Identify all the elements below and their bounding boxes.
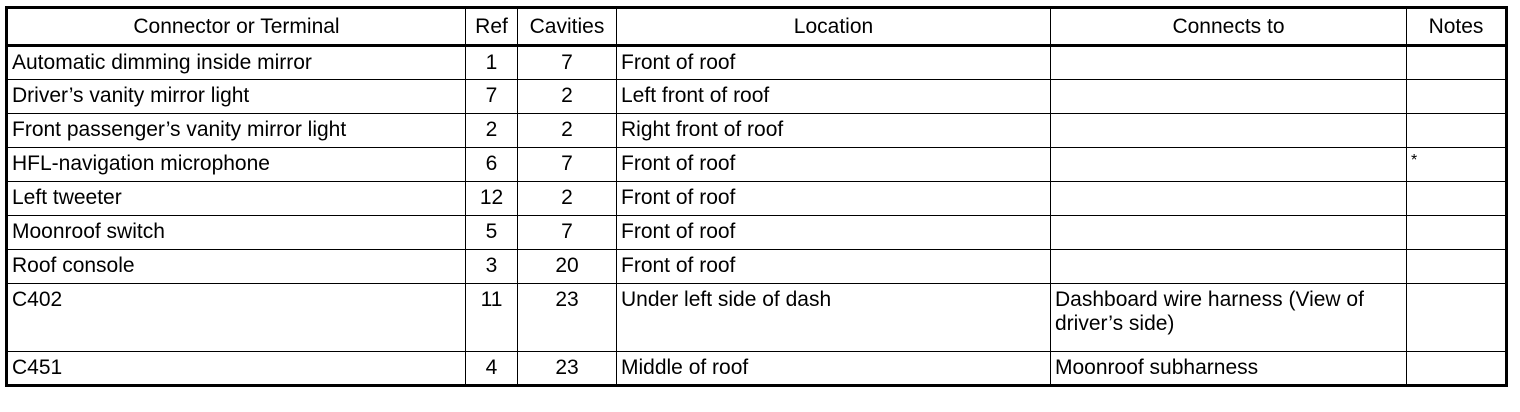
cell-connects-to xyxy=(1050,215,1407,250)
cell-connector: Left tweeter xyxy=(6,181,466,216)
cell-ref: 12 xyxy=(465,181,518,216)
cell-cavities: 7 xyxy=(517,215,617,250)
cell-location: Front of roof xyxy=(616,45,1051,80)
cell-cavities: 2 xyxy=(517,181,617,216)
cell-notes xyxy=(1406,181,1507,216)
cell-notes xyxy=(1406,351,1507,386)
cell-connector: Roof console xyxy=(6,249,466,284)
table-row: Automatic dimming inside mirror 1 7 Fron… xyxy=(6,45,1507,80)
cell-cavities: 20 xyxy=(517,249,617,284)
header-location: Location xyxy=(616,7,1051,47)
table-row: Moonroof switch 5 7 Front of roof xyxy=(6,215,1507,250)
cell-location: Front of roof xyxy=(616,249,1051,284)
cell-ref: 11 xyxy=(465,283,518,352)
cell-cavities: 7 xyxy=(517,147,617,182)
header-notes: Notes xyxy=(1406,7,1507,47)
cell-notes xyxy=(1406,249,1507,284)
connector-table-container: Connector or Terminal Ref Cavities Locat… xyxy=(5,6,1508,387)
cell-connector: Automatic dimming inside mirror xyxy=(6,45,466,80)
cell-location: Right front of roof xyxy=(616,113,1051,148)
cell-ref: 5 xyxy=(465,215,518,250)
cell-notes xyxy=(1406,215,1507,250)
cell-connector: Moonroof switch xyxy=(6,215,466,250)
cell-connects-to xyxy=(1050,79,1407,114)
table-row: Driver’s vanity mirror light 7 2 Left fr… xyxy=(6,79,1507,114)
cell-connects-to xyxy=(1050,181,1407,216)
cell-connects-to xyxy=(1050,45,1407,80)
cell-notes xyxy=(1406,283,1507,352)
cell-ref: 4 xyxy=(465,351,518,386)
cell-cavities: 23 xyxy=(517,283,617,352)
header-connects-to: Connects to xyxy=(1050,7,1407,47)
cell-location: Left front of roof xyxy=(616,79,1051,114)
header-connector: Connector or Terminal xyxy=(6,7,466,47)
cell-cavities: 7 xyxy=(517,45,617,80)
cell-connects-to xyxy=(1050,147,1407,182)
table-row: C451 4 23 Middle of roof Moonroof subhar… xyxy=(6,351,1507,386)
cell-notes xyxy=(1406,45,1507,80)
table-row: Roof console 3 20 Front of roof xyxy=(6,249,1507,284)
cell-location: Under left side of dash xyxy=(616,283,1051,352)
table-row: C402 11 23 Under left side of dash Dashb… xyxy=(6,283,1507,352)
cell-ref: 6 xyxy=(465,147,518,182)
cell-connector: C451 xyxy=(6,351,466,386)
cell-notes xyxy=(1406,113,1507,148)
cell-location: Middle of roof xyxy=(616,351,1051,386)
cell-location: Front of roof xyxy=(616,181,1051,216)
cell-connects-to: Moonroof subharness xyxy=(1050,351,1407,386)
cell-connector: C402 xyxy=(6,283,466,352)
cell-connector: Driver’s vanity mirror light xyxy=(6,79,466,114)
cell-ref: 7 xyxy=(465,79,518,114)
connector-table: Connector or Terminal Ref Cavities Locat… xyxy=(5,6,1508,387)
cell-notes: * xyxy=(1406,147,1507,182)
table-header-row: Connector or Terminal Ref Cavities Locat… xyxy=(6,7,1507,47)
cell-connects-to xyxy=(1050,113,1407,148)
header-ref: Ref xyxy=(465,7,518,47)
cell-ref: 1 xyxy=(465,45,518,80)
table-row: Left tweeter 12 2 Front of roof xyxy=(6,181,1507,216)
cell-connects-to xyxy=(1050,249,1407,284)
cell-connector: HFL-navigation microphone xyxy=(6,147,466,182)
table-row: Front passenger’s vanity mirror light 2 … xyxy=(6,113,1507,148)
cell-connector: Front passenger’s vanity mirror light xyxy=(6,113,466,148)
cell-cavities: 2 xyxy=(517,79,617,114)
cell-ref: 3 xyxy=(465,249,518,284)
cell-cavities: 23 xyxy=(517,351,617,386)
table-row: HFL-navigation microphone 6 7 Front of r… xyxy=(6,147,1507,182)
header-cavities: Cavities xyxy=(517,7,617,47)
cell-ref: 2 xyxy=(465,113,518,148)
cell-cavities: 2 xyxy=(517,113,617,148)
cell-location: Front of roof xyxy=(616,215,1051,250)
cell-connects-to: Dashboard wire harness (View of driver’s… xyxy=(1050,283,1407,352)
cell-notes xyxy=(1406,79,1507,114)
cell-location: Front of roof xyxy=(616,147,1051,182)
